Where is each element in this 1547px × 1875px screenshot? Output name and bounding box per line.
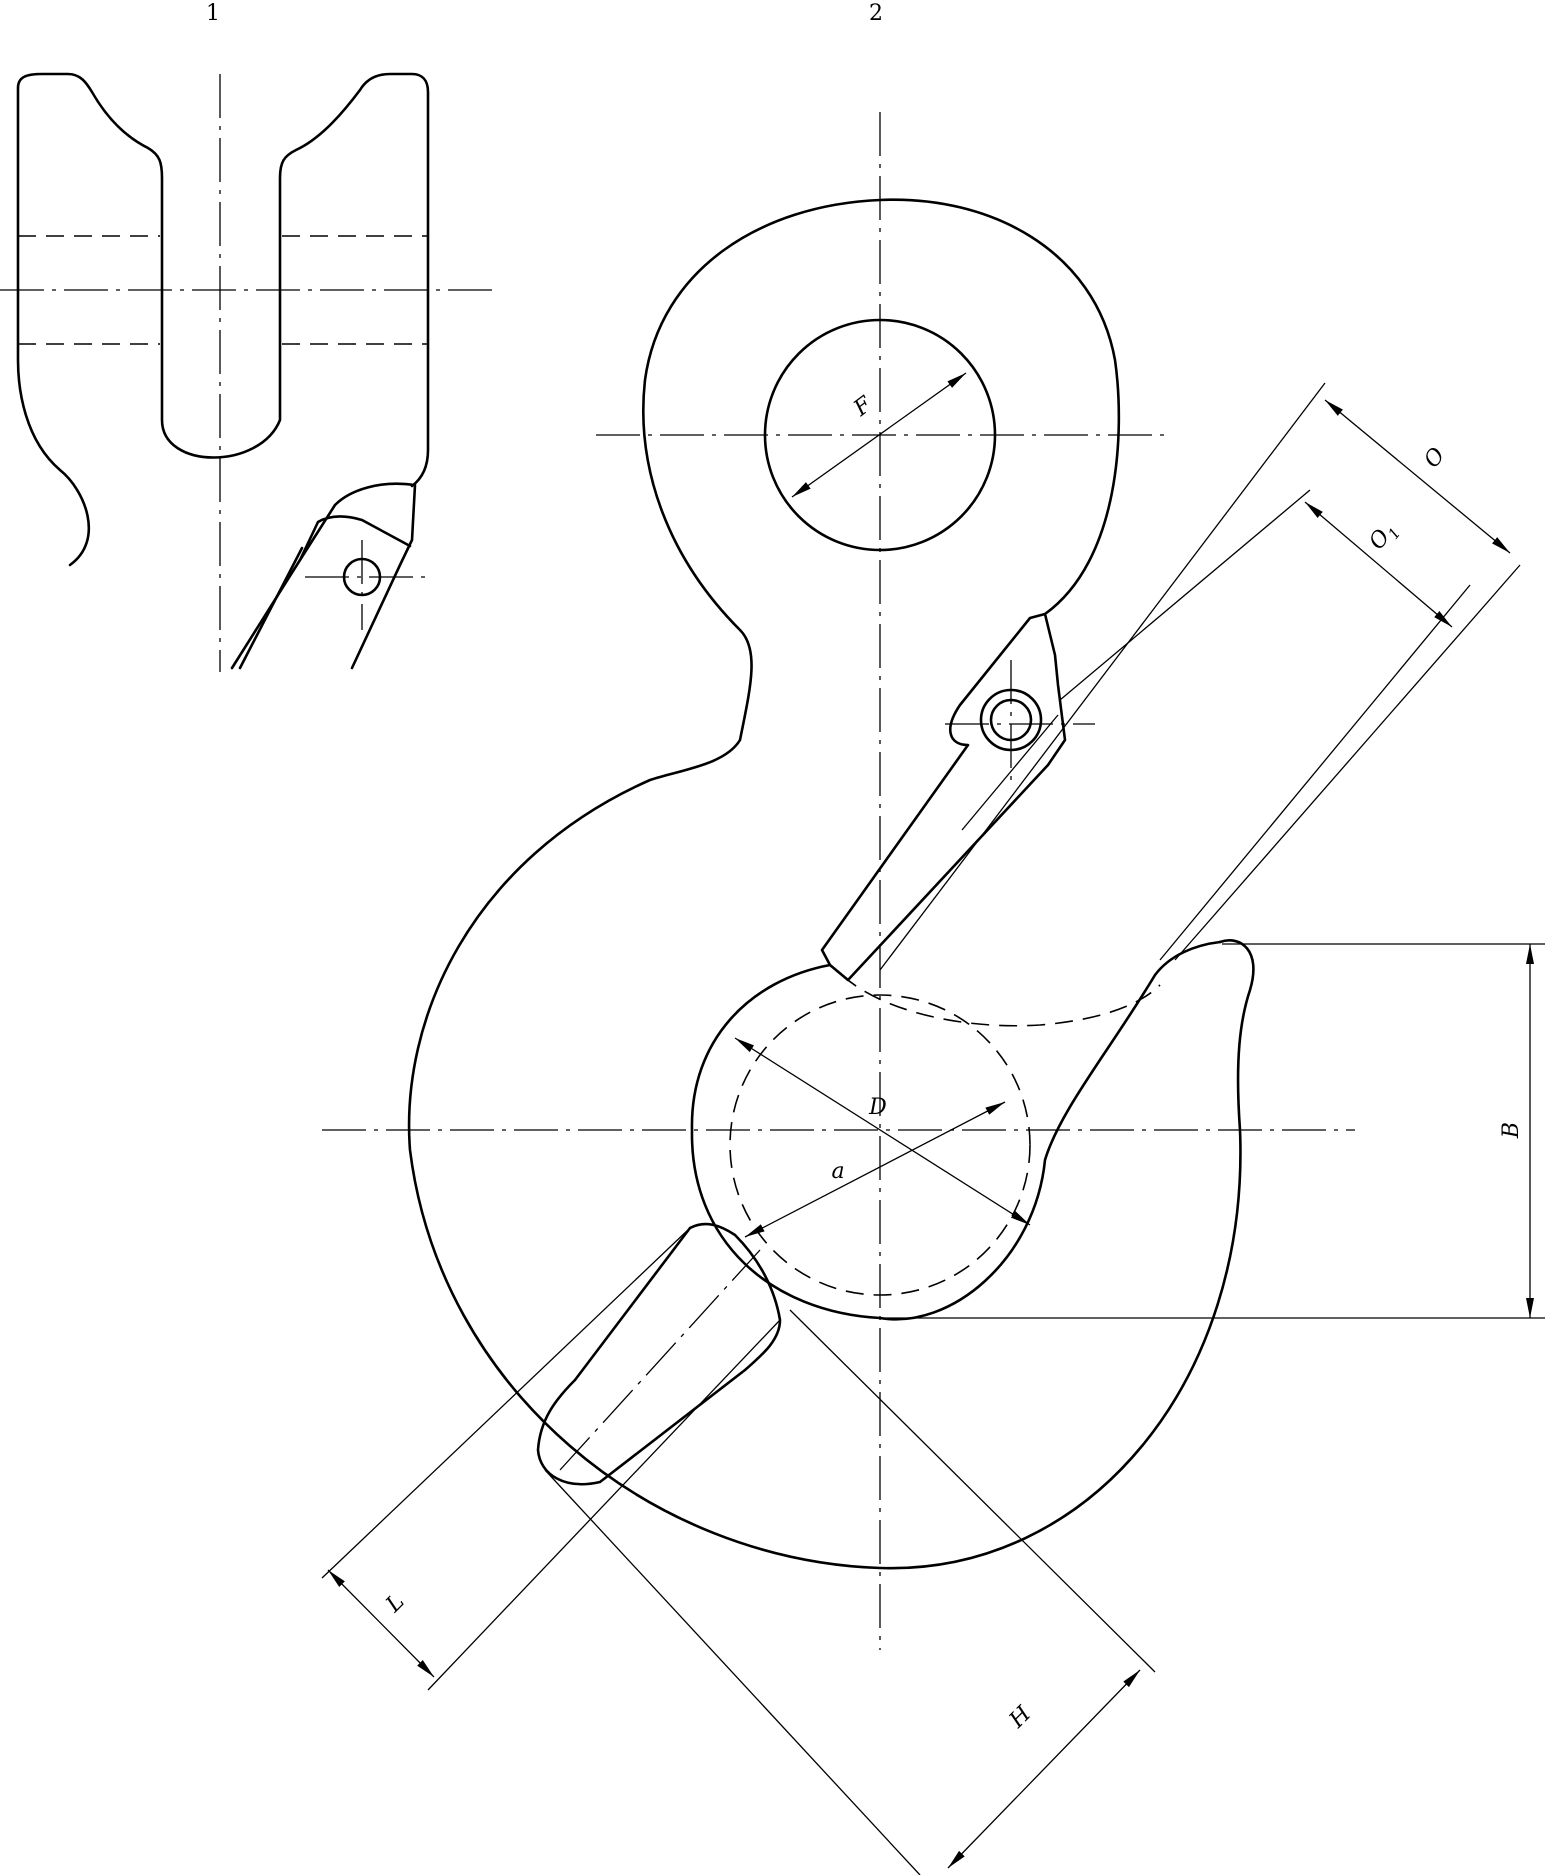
dimension-D: D	[734, 1037, 1031, 1226]
dimension-O: O	[879, 382, 1521, 971]
dimension-O1-label: O1	[1365, 517, 1405, 557]
side-view-number: 1	[206, 1, 220, 26]
dimension-O1: O1	[1059, 489, 1471, 961]
hook-tip-keeper	[536, 1222, 782, 1486]
latch-pin-centerline	[945, 660, 1095, 780]
dimension-H-label: H	[1004, 1701, 1037, 1734]
dimension-H: H	[544, 1309, 1156, 1875]
dimension-L: L	[321, 1227, 781, 1691]
side-view-latch-inner	[238, 515, 412, 670]
front-view: 2 F O	[321, 1, 1545, 1875]
dimension-a: a	[744, 1101, 1006, 1238]
hidden-latch-arc	[841, 974, 1161, 1027]
dimension-a-label: a	[831, 1159, 844, 1184]
front-view-number: 2	[869, 1, 883, 26]
latch-inner-line	[961, 714, 1059, 831]
dimension-B-label: B	[1499, 1122, 1524, 1139]
dimension-O-label: O	[1419, 443, 1450, 473]
hook-body-outline	[407, 198, 1255, 1570]
side-view-latch	[230, 482, 417, 670]
keeper-centerline	[559, 1249, 761, 1471]
dimension-B: B	[880, 943, 1545, 1319]
side-view-outline	[16, 72, 430, 567]
side-view: 1	[0, 1, 497, 672]
latch-outline	[820, 612, 1067, 982]
dimension-L-label: L	[381, 1589, 410, 1618]
side-view-pin-centerline	[305, 540, 425, 630]
dimension-F-label: F	[849, 392, 878, 422]
dimension-D-label: D	[868, 1095, 887, 1120]
